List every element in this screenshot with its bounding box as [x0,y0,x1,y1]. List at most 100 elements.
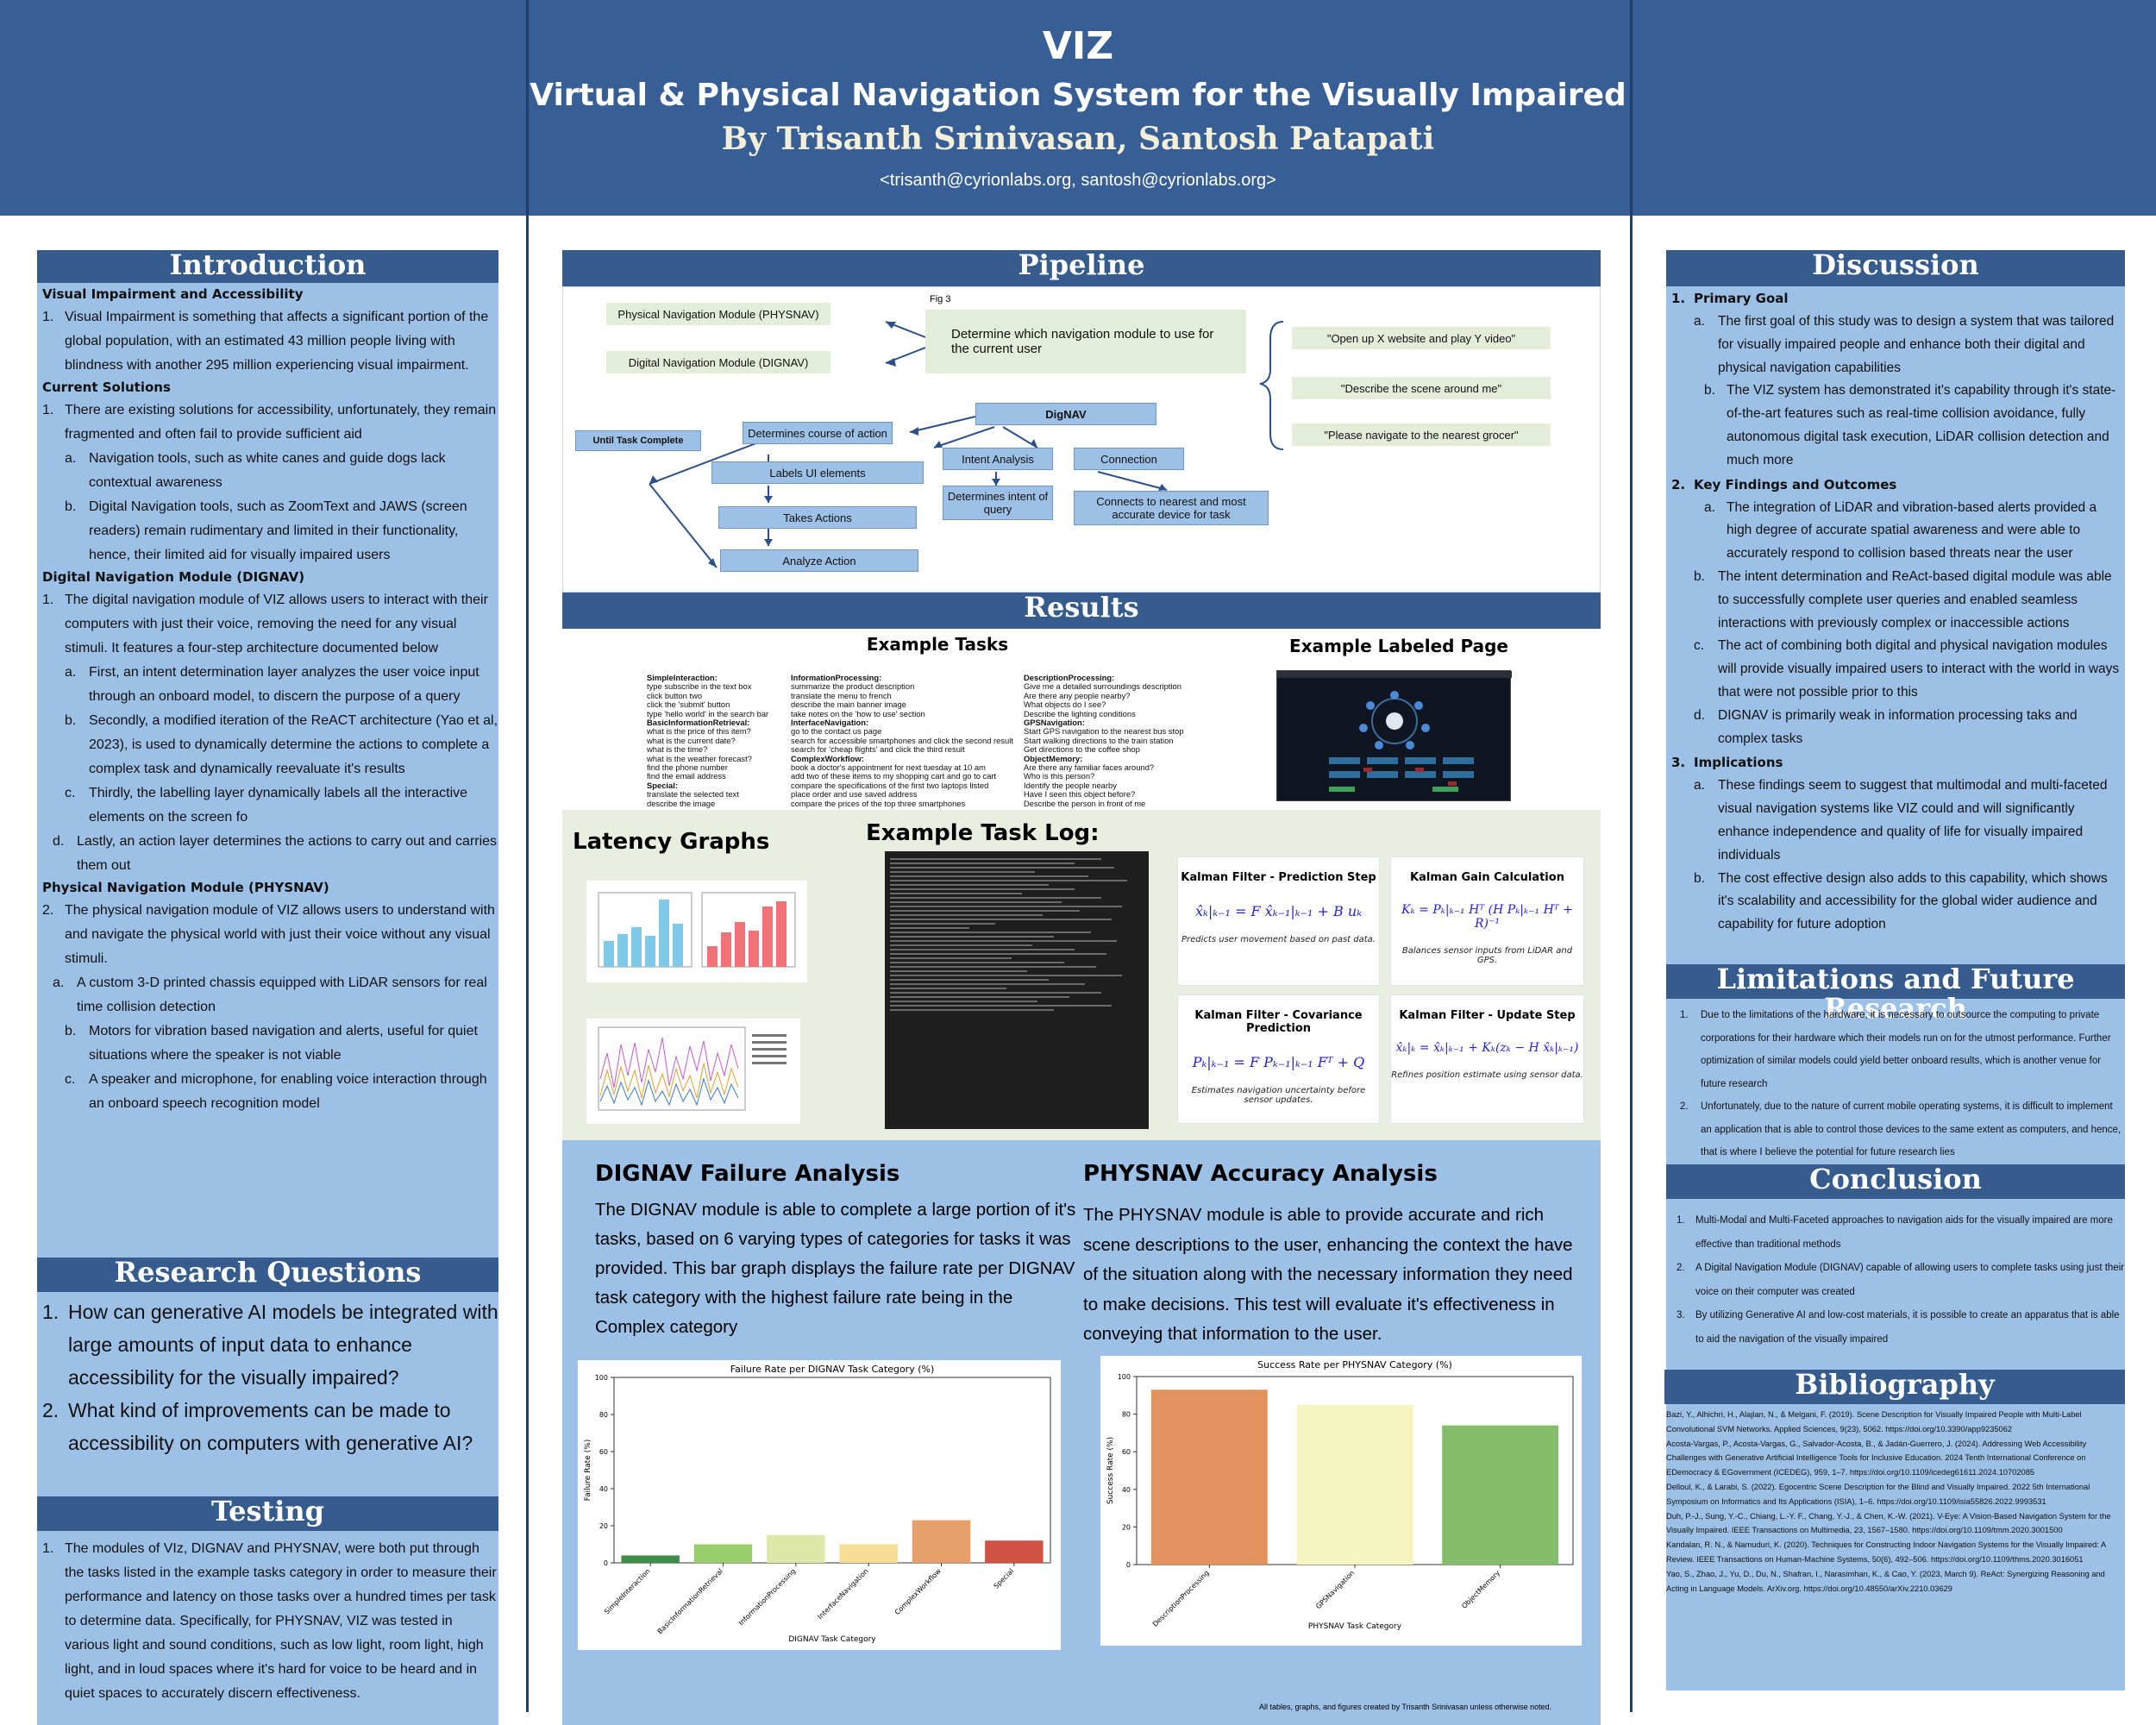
kalman-description: Estimates navigation uncertainty before … [1191,1086,1366,1105]
x-axis-label: DIGNAV Task Category [788,1635,876,1644]
task-item: Have I seen this object before? [1024,789,1136,800]
task-item: Get directions to the coffee shop [1024,744,1140,755]
pipeline-heading: Pipeline [562,250,1601,286]
takes-actions-box: Takes Actions [718,506,917,529]
x-tick-label: ComplexWorkflow [893,1567,943,1616]
connection-box: Connection [1074,448,1184,470]
task-category: Special: [647,780,678,790]
y-axis-label: Success Rate (%) [1106,1437,1115,1504]
example-labeled-title: Example Labeled Page [1289,636,1508,656]
task-item: what is the current date? [647,735,736,745]
bar [839,1544,898,1563]
list-item: 2.A Digital Navigation Module (DIGNAV) c… [1677,1263,2125,1297]
task-item: Give me a detailed surroundings descript… [1024,681,1181,692]
list-item: 1.Visual Impairment is something that af… [42,310,489,373]
left-column-bg [37,250,498,1725]
bar [912,1520,971,1563]
list-item: 1.Multi-Modal and Multi-Faceted approach… [1677,1215,2113,1250]
introduction-heading: Introduction [37,250,498,283]
dignav-failure-title: DIGNAV Failure Analysis [595,1161,900,1187]
conclusion-section: 1.Multi-Modal and Multi-Faceted approach… [1666,1209,2125,1352]
list-item: a.These findings seem to suggest that mu… [1694,778,2108,862]
kalman-formula: Kₖ = Pₖ|ₖ₋₁ Hᵀ (H Pₖ|ₖ₋₁ Hᵀ + R)⁻¹ [1401,903,1573,931]
list-item: b.The intent determination and ReAct-bas… [1694,568,2112,630]
y-tick-label: 40 [599,1485,608,1493]
y-tick-label: 60 [599,1448,608,1456]
list-item: 1.The modules of VIz, DIGNAV and PHYSNAV… [42,1541,497,1701]
y-tick-label: 20 [1122,1523,1131,1531]
task-item: add two of these items to my shopping ca… [791,771,997,781]
task-item: search for accessible smartphones and cl… [791,735,1013,745]
task-log-title: Example Task Log: [866,820,1100,846]
kalman-card-title: Kalman Filter - Prediction Step [1181,871,1376,884]
task-list: DescriptionProcessing:Give me a detailed… [1024,673,1231,808]
dignav-failure-bar-chart: Failure Rate per DIGNAV Task Category (%… [584,1364,1051,1644]
list-item: 2.What kind of improvements can be made … [42,1399,473,1454]
bar [621,1555,680,1563]
list-item: 2.The physical navigation module of VIZ … [42,903,495,966]
results-heading: Results [562,593,1601,629]
task-item: translate the selected text [647,789,739,800]
testing-section: 1.The modules of VIz, DIGNAV and PHYSNAV… [37,1537,498,1706]
x-axis-label: PHYSNAV Task Category [1308,1622,1402,1631]
subheading: Visual Impairment and Accessibility [42,286,304,302]
task-item: take notes on the 'how to use' section [791,708,925,718]
research-questions-section: 1.How can generative AI models be integr… [37,1295,498,1459]
results-panel: Example Tasks Example Labeled Page Simpl… [562,629,1601,810]
subheading: Physical Navigation Module (PHYSNAV) [42,880,329,895]
task-item: find the email address [647,771,726,781]
task-item: what is the weather forecast? [647,753,752,763]
physnav-accuracy-title: PHYSNAV Accuracy Analysis [1083,1161,1438,1187]
task-category: SimpleInteraction: [647,673,718,682]
task-item: search for 'cheap flights' and click the… [791,744,965,755]
bibliography-entry: Bazi, Y., Alhichri, H., Alajlan, N., & M… [1666,1410,2082,1433]
poster-emails: <trisanth@cyrionlabs.org, santosh@cyrion… [880,171,1276,190]
bibliography-section: Bazi, Y., Alhichri, H., Alajlan, N., & M… [1666,1408,2115,1596]
physnav-success-bar-chart: Success Rate per PHYSNAV Category (%)020… [1106,1359,1574,1631]
list-item: b.Motors for vibration based navigation … [65,1024,478,1063]
y-tick-label: 0 [1126,1561,1131,1569]
labeled-page-thumbnail [1277,671,1512,792]
list-item: 1.There are existing solutions for acces… [42,403,497,442]
latency-graphs-title: Latency Graphs [573,829,770,855]
bar [767,1534,825,1563]
query-example: "Please navigate to the nearest grocer" [1292,423,1551,446]
list-item: b.The VIZ system has demonstrated it's c… [1704,383,2116,467]
kalman-card: Kalman Filter - Covariance Prediction Pₖ… [1177,994,1380,1124]
list-item: 1.The digital navigation module of VIZ a… [42,593,488,656]
plot-frame [613,1377,1051,1564]
bibliography-entry: Kandalan, R. N., & Namuduri, K. (2020). … [1666,1540,2106,1564]
poster-title: VIZ [1042,24,1114,68]
task-item: book a doctor's appointment for next tue… [791,762,986,773]
task-category: InformationProcessing: [791,673,882,682]
bar [1296,1404,1413,1565]
x-tick-label: ObjectMemory [1460,1569,1501,1610]
task-item: compare the specifications of the first … [791,780,989,790]
task-item: Describe the lighting conditions [1024,708,1136,718]
task-item: what is the time? [647,744,708,755]
labels-ui-box: Labels UI elements [711,461,924,484]
list-item: b.The cost effective design also adds to… [1694,870,2108,932]
bar [1442,1425,1559,1565]
kalman-description: Refines position estimate using sensor d… [1391,1070,1583,1080]
research-questions-heading: Research Questions [37,1258,498,1292]
dignav-failure-chart: Failure Rate per DIGNAV Task Category (%… [578,1360,1061,1650]
list-item: c.The act of combining both digital and … [1694,638,2120,699]
x-tick-label: InformationProcessing [737,1567,797,1627]
example-tasks-title: Example Tasks [866,634,1009,655]
query-example: "Open up X website and play Y video" [1292,327,1551,349]
task-item: type subscribe in the text box [647,681,752,692]
testing-heading: Testing [37,1496,498,1531]
kalman-card: Kalman Filter - Prediction Step x̂ₖ|ₖ₋₁ … [1177,856,1380,986]
poster-header: VIZ Virtual & Physical Navigation System… [0,0,2156,216]
latency-line-thumbnail [598,1026,787,1111]
x-tick-label: GPSNavigation [1314,1569,1356,1610]
task-item: place order and use saved address [791,789,918,800]
list-item: b.Digital Navigation tools, such as Zoom… [65,499,467,562]
task-item: Are there any familiar faces around? [1024,762,1155,773]
task-item: summarize the product description [791,681,915,692]
intent-analysis-box: Intent Analysis [943,448,1053,470]
list-item: 1.Primary Goal [1671,291,1789,306]
physnav-accuracy-text: The PHYSNAV module is able to provide ac… [1083,1205,1573,1344]
